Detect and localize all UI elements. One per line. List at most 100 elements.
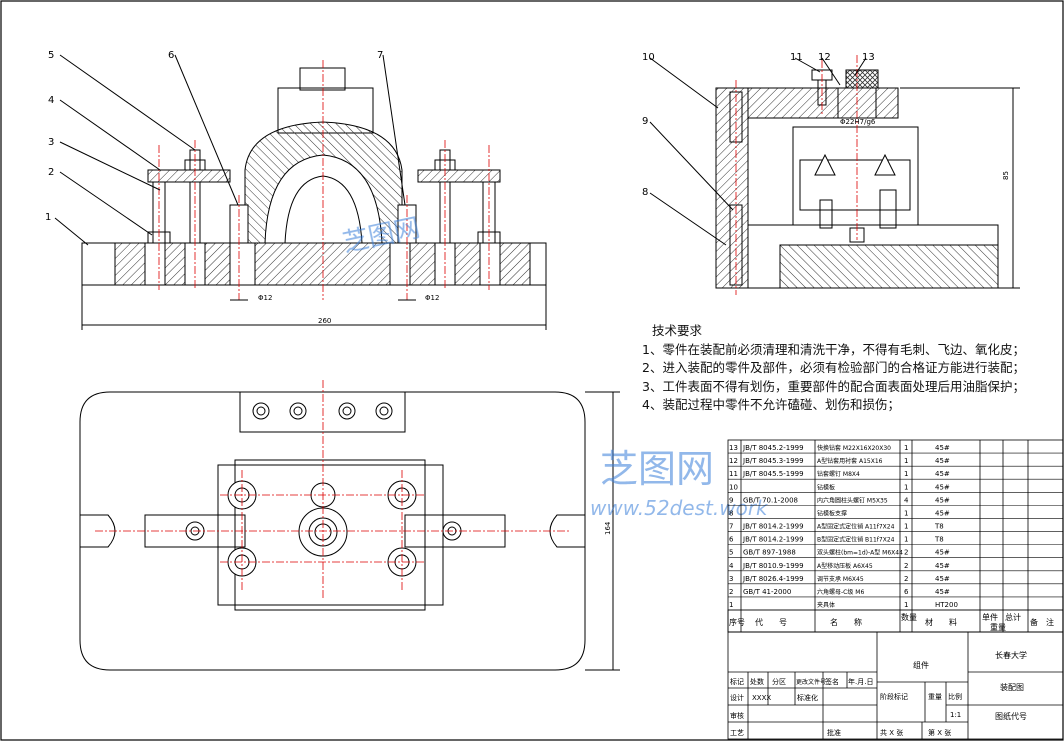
callout-7: 7 <box>377 50 383 61</box>
bom-cell-qty: 2 <box>904 562 908 570</box>
bom-header-total: 总计 <box>1005 612 1021 622</box>
title-block-labels: 组件 长春大学 装配图 图纸代号 标记 处数 分区 更改文件号 签名 年.月.日… <box>730 650 1027 737</box>
bom-cell-code: JB/T 8026.4-1999 <box>742 575 804 583</box>
dim-hole-left: Φ12 <box>258 294 272 302</box>
front-view-labels: 5 4 3 2 1 6 7 Φ12 Φ12 260 <box>45 50 439 325</box>
bom-cell-material: T8 <box>934 523 944 531</box>
bom-cell-qty: 1 <box>904 457 908 465</box>
plan-view <box>79 380 620 671</box>
bom-cell-code: GB/T 41-2000 <box>743 588 791 596</box>
tech-requirement-3: 3、工件表面不得有划伤，重要部件的配合面表面处理后用油脂保护； <box>642 378 1025 394</box>
tb-assembly: 组件 <box>913 660 929 670</box>
bom-cell-qty: 6 <box>904 588 909 596</box>
callout-5: 5 <box>48 50 54 61</box>
bom-cell-code: JB/T 8014.2-1999 <box>742 523 804 531</box>
dim-overall-length: 260 <box>318 317 331 325</box>
tb-signature: 签名 <box>825 677 839 686</box>
bom-cell-name: 六角螺母-C级 M6 <box>817 588 864 596</box>
watermark-url: www.52dest.work <box>590 496 769 520</box>
bom-header-note: 备 注 <box>1030 617 1054 627</box>
callout-9: 9 <box>642 116 648 127</box>
bom-cell-qty: 1 <box>904 470 908 478</box>
tb-weight: 重量 <box>928 693 942 701</box>
bom-cell-qty: 2 <box>904 549 908 557</box>
bom-cell-code: JB/T 8045.3-1999 <box>742 457 804 465</box>
bom-cell-material: 45# <box>935 562 950 570</box>
bom-cell-name: 夹具体 <box>817 601 835 609</box>
callout-10: 10 <box>642 52 655 63</box>
bom-cell-material: HT200 <box>935 601 958 609</box>
bom-cell-name: 内六角圆柱头螺钉 M5X35 <box>817 496 888 504</box>
bom-cell-name: 快换钻套 M22X16X20X30 <box>817 444 891 452</box>
bom-table <box>727 439 1064 633</box>
bom-cell-no: 9 <box>729 496 733 504</box>
bom-cell-name: 钻模板 <box>817 483 835 491</box>
bom-header-name: 名 称 <box>830 617 862 627</box>
tb-mark: 标记 <box>730 677 744 686</box>
tb-count: 处数 <box>750 677 764 686</box>
bom-cell-no: 8 <box>729 509 733 517</box>
dim-fit: Φ22H7/g6 <box>840 118 876 126</box>
tech-requirement-4: 4、装配过程中零件不允许磕碰、划伤和损伤； <box>642 397 900 412</box>
bom-cell-code: JB/T 8014.2-1999 <box>742 536 804 544</box>
bom-cell-qty: 1 <box>904 483 908 491</box>
tb-date: 年.月.日 <box>848 677 873 686</box>
watermark: 芝图网 www.52dest.work 芝图网 <box>340 213 769 520</box>
callout-6: 6 <box>168 50 174 61</box>
bom-header-labels: 序号 代 号 名 称 数量 材 料 单件 总计 重量 备 注 <box>729 612 1054 632</box>
bom-cell-qty: 1 <box>904 509 908 517</box>
bom-cell-material: 45# <box>935 444 950 452</box>
bom-header-unit: 单件 <box>982 612 998 622</box>
tb-review: 审核 <box>730 711 744 720</box>
tb-stage: 阶段标记 <box>880 692 908 701</box>
callout-4: 4 <box>48 95 54 106</box>
bom-cell-no: 11 <box>729 470 738 478</box>
tech-requirements-title: 技术要求 <box>652 323 703 338</box>
bom-cell-name: B型固定式定位销 B11f7X24 <box>817 536 895 544</box>
callout-11: 11 <box>790 52 803 63</box>
bom-rows: 13 JB/T 8045.2-1999 快换钻套 M22X16X20X30 1 45# 1… <box>728 444 1063 611</box>
tech-requirement-1: 1、零件在装配前必须清理和清洗干净，不得有毛刺、飞边、氧化皮； <box>642 341 1025 357</box>
side-view <box>649 55 1020 295</box>
bom-cell-no: 4 <box>729 562 734 570</box>
tb-designer: XXXX <box>752 694 771 702</box>
dim-height: 85 <box>1002 171 1010 180</box>
bom-cell-material: 45# <box>935 509 950 517</box>
bom-cell-qty: 1 <box>904 444 908 452</box>
tb-total: 共 X 张 <box>880 728 903 737</box>
bom-cell-name: 调节支承 M6X45 <box>817 575 864 583</box>
bom-cell-qty: 1 <box>904 601 908 609</box>
bom-cell-material: 45# <box>935 496 950 504</box>
bom-cell-name: A型移动压板 A6X45 <box>817 562 873 570</box>
bom-cell-code: JB/T 8045.2-1999 <box>742 444 804 452</box>
bom-cell-material: 45# <box>935 470 950 478</box>
dim-hole-right: Φ12 <box>425 294 439 302</box>
callout-12: 12 <box>818 52 831 63</box>
bom-cell-name: A型固定式定位销 A11f7X24 <box>817 523 895 531</box>
bom-cell-no: 7 <box>729 523 733 531</box>
bom-header-weight: 重量 <box>990 622 1006 632</box>
callout-8: 8 <box>642 187 648 198</box>
bom-cell-qty: 4 <box>904 496 909 504</box>
bom-cell-name: 钻模板支撑 <box>817 509 847 517</box>
bom-cell-material: 45# <box>935 483 950 491</box>
tb-drawing-no: 图纸代号 <box>995 711 1027 721</box>
bom-cell-material: 45# <box>935 549 950 557</box>
bom-cell-no: 13 <box>729 444 738 452</box>
bom-header-material: 材 料 <box>925 617 957 627</box>
bom-cell-qty: 1 <box>904 536 908 544</box>
bom-cell-name: 双头螺柱(bm=1d)-A型 M6X44 <box>817 549 903 557</box>
bom-cell-name: 钻套螺钉 M8X4 <box>817 470 860 478</box>
bom-header-code: 代 号 <box>755 617 787 627</box>
bom-cell-no: 1 <box>729 601 733 609</box>
tb-drawing-name: 装配图 <box>1000 682 1024 692</box>
bom-cell-no: 10 <box>729 483 738 491</box>
front-view <box>54 54 547 330</box>
bom-cell-code: JB/T 8010.9-1999 <box>742 562 804 570</box>
side-view-labels: 10 9 8 11 12 13 Φ22H7/g6 85 <box>642 52 1010 198</box>
callout-1: 1 <box>45 212 51 223</box>
tb-sheet: 第 X 张 <box>928 728 951 737</box>
bom-cell-material: T8 <box>934 536 944 544</box>
